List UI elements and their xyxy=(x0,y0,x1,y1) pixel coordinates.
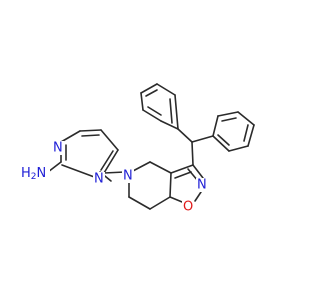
isoxazole-n-label: N xyxy=(197,178,207,193)
bond-ch-ph2 xyxy=(191,135,214,143)
bond-c3-n xyxy=(192,164,204,179)
bond-pyrimidine-c6-n1 xyxy=(103,149,119,174)
bonds xyxy=(47,83,255,210)
bond-ph2-e xyxy=(228,145,249,152)
bond-ph1-d xyxy=(140,83,158,94)
bond-ch-ph1 xyxy=(177,128,193,143)
bond-ph1-c xyxy=(140,92,144,111)
pyrimidine-n3-label: N xyxy=(53,141,63,156)
bond-ph2-d xyxy=(247,124,255,147)
bond-c2-nh2 xyxy=(47,161,62,173)
bond-c3-ch xyxy=(191,141,194,166)
bond-ph2-d2 xyxy=(243,124,249,142)
bond-ph1-d2 xyxy=(145,89,158,97)
bond-ph1-f2 xyxy=(169,98,173,124)
bond-pyrimidine-c4-c5 xyxy=(79,129,102,132)
bond-c3a-c7a xyxy=(169,172,172,198)
bond-pyrimidine-c4-c5-double xyxy=(81,134,100,137)
pyrimidine-n1-label: N xyxy=(94,172,104,187)
bond-ch2-ch2 xyxy=(128,196,151,210)
isoxazole-o-label: O xyxy=(183,200,193,215)
bond-ph1-a xyxy=(160,120,179,130)
bond-n-o xyxy=(194,191,202,202)
bond-ph1-b xyxy=(142,109,162,122)
atom-labels: H2N N N N N O xyxy=(20,141,208,215)
amine-label: H2N xyxy=(21,166,46,183)
bond-ph2-f2 xyxy=(217,134,230,146)
piperidine-n-label: N xyxy=(123,169,133,184)
bond-ph2-b2 xyxy=(221,117,237,122)
bond-ph1-f xyxy=(174,94,179,130)
bond-ph2-f xyxy=(212,135,230,152)
bond-c7a-ch2 xyxy=(149,196,171,210)
bond-pyrimidine-ring-n xyxy=(103,171,126,174)
amine-h: H xyxy=(21,166,31,181)
bond-ph1-e xyxy=(156,83,176,96)
amine-n: N xyxy=(37,166,47,181)
chemical-structure-diagram: H2N N N N N O xyxy=(20,83,255,215)
amine-subscript: 2 xyxy=(31,172,37,182)
bond-pyrimidine-c6-n1-double xyxy=(100,150,114,171)
bond-n-ch2-top xyxy=(130,161,151,173)
bond-c3a-c3 xyxy=(170,164,194,174)
bond-ph1-b2 xyxy=(147,106,162,116)
bond-ph2-a xyxy=(212,115,219,137)
bond-pyrimidine-n3-c4 xyxy=(60,130,81,143)
bond-pyrimidine-n1-c2 xyxy=(61,164,98,179)
bond-c3a-c3-inner xyxy=(174,171,192,179)
bond-ch2-c3a xyxy=(149,161,172,174)
bond-ph2-c xyxy=(237,111,255,126)
bond-pyrimidine-c5-c6 xyxy=(100,129,119,151)
bond-ph2-b xyxy=(217,111,239,117)
